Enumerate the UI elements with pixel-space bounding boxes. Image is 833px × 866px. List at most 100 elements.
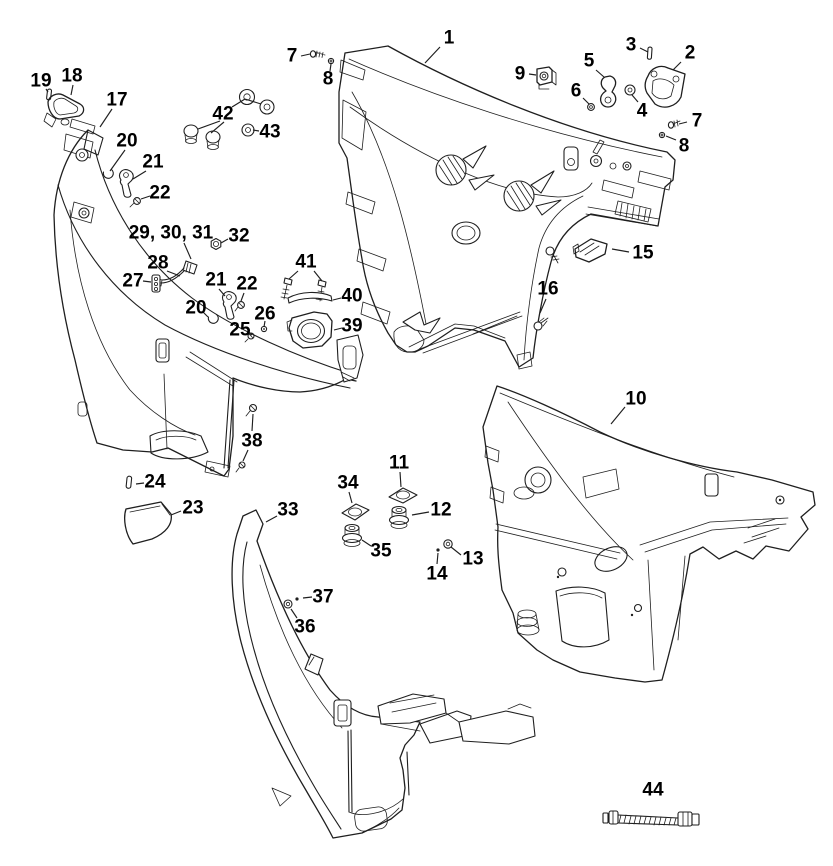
callout-22: 22 bbox=[236, 274, 258, 302]
callout-label: 40 bbox=[341, 286, 362, 307]
callout-leader-line bbox=[611, 248, 630, 253]
callout-label: 20 bbox=[116, 131, 137, 152]
callout-leader-line bbox=[166, 270, 181, 277]
fastener-screw-22a bbox=[129, 197, 141, 208]
callout-23: 23 bbox=[170, 498, 204, 519]
callout-leader-line bbox=[582, 97, 590, 105]
part-nut-32 bbox=[210, 237, 222, 251]
callout-11: 11 bbox=[389, 453, 409, 488]
callout-41: 41 bbox=[288, 252, 323, 282]
callout-2: 2 bbox=[672, 43, 696, 71]
callout-label: 2 bbox=[685, 43, 696, 64]
callout-10: 10 bbox=[610, 389, 647, 425]
callout-37: 37 bbox=[302, 587, 334, 608]
fastener-pin-37 bbox=[295, 597, 299, 601]
part-inner-support bbox=[482, 385, 816, 683]
callout-label: 18 bbox=[61, 66, 82, 87]
callout-3: 3 bbox=[626, 35, 649, 56]
callout-leader-line bbox=[135, 482, 145, 485]
callout-12: 12 bbox=[411, 500, 452, 521]
part-pin-19 bbox=[46, 88, 53, 101]
callout-label: 12 bbox=[430, 500, 451, 521]
part-gasket-11 bbox=[388, 487, 418, 504]
callout-label: 13 bbox=[462, 549, 483, 570]
callout-label: 22 bbox=[236, 274, 257, 295]
fastener-bolts-16 bbox=[533, 246, 560, 331]
callout-leader-line bbox=[539, 298, 547, 314]
callout-38: 38 bbox=[241, 413, 263, 462]
callout-label: 19 bbox=[30, 71, 51, 92]
part-bracket-2 bbox=[644, 65, 686, 108]
callout-label: 16 bbox=[537, 279, 558, 300]
part-washer-43 bbox=[241, 123, 255, 137]
callout-label: 28 bbox=[147, 253, 168, 274]
callout-leader-line bbox=[411, 511, 430, 516]
callout-leader-line bbox=[639, 47, 649, 53]
callout-label: 5 bbox=[584, 51, 595, 72]
callout-label: 39 bbox=[341, 316, 362, 337]
callout-20: 20 bbox=[185, 298, 209, 319]
bottom-pocket-10 bbox=[555, 586, 610, 648]
callout-label: 9 bbox=[515, 64, 526, 85]
part-strip-40 bbox=[287, 291, 333, 304]
latch-hardware bbox=[589, 139, 672, 199]
callout-leader-line bbox=[300, 53, 311, 57]
callout-label: 43 bbox=[259, 122, 280, 143]
part-clip-27 bbox=[151, 274, 161, 293]
callout-leader-line bbox=[142, 280, 152, 283]
callout-label: 17 bbox=[106, 90, 127, 111]
callout-label: 22 bbox=[149, 183, 170, 204]
callout-leader-line bbox=[436, 552, 439, 565]
callout-label: 7 bbox=[287, 46, 298, 67]
callout-leader-line bbox=[678, 121, 688, 125]
callout-leader-line bbox=[361, 539, 372, 547]
callout-leader-line bbox=[333, 327, 343, 331]
callout-35: 35 bbox=[361, 539, 392, 562]
callout-leader-line bbox=[109, 149, 126, 172]
latch-pocket-upper bbox=[63, 118, 96, 162]
callout-leader-line bbox=[99, 108, 113, 128]
part-front-cowl bbox=[231, 509, 536, 839]
callout-15: 15 bbox=[611, 243, 654, 264]
vent-trumpet-1 bbox=[435, 145, 495, 191]
callout-leader-line bbox=[288, 270, 299, 280]
callout-leader-line bbox=[202, 311, 209, 318]
fastener-washer-8-left bbox=[327, 57, 335, 65]
callout-7: 7 bbox=[287, 46, 311, 67]
callout-label: 29, 30, 31 bbox=[129, 223, 214, 244]
part-grommet-20b bbox=[207, 313, 219, 324]
part-main-cowl bbox=[338, 45, 676, 370]
callout-label: 27 bbox=[122, 271, 143, 292]
callout-leader-line bbox=[399, 471, 402, 488]
fastener-washer-36 bbox=[283, 599, 293, 609]
callout-26: 26 bbox=[254, 304, 276, 328]
callout-leader-line bbox=[329, 63, 332, 72]
callout-24: 24 bbox=[135, 472, 166, 493]
callout-44: 44 bbox=[642, 780, 664, 801]
callout-9: 9 bbox=[515, 64, 537, 85]
callout-label: 7 bbox=[692, 111, 703, 132]
callout-label: 38 bbox=[241, 431, 262, 452]
callout-label: 20 bbox=[185, 298, 206, 319]
callout-5: 5 bbox=[584, 51, 605, 78]
callout-label: 21 bbox=[205, 270, 227, 291]
callout-17: 17 bbox=[99, 90, 128, 128]
part-clip-9 bbox=[536, 66, 557, 90]
part-hook-5 bbox=[599, 75, 617, 108]
callout-label: 10 bbox=[625, 389, 646, 410]
callout-21: 21 bbox=[132, 152, 164, 180]
callout-leader-line bbox=[170, 510, 182, 516]
part-grommet-12 bbox=[388, 505, 410, 529]
callout-leader-line bbox=[45, 88, 49, 93]
callout-label: 34 bbox=[337, 473, 359, 494]
latch-slot bbox=[563, 146, 579, 171]
callout-leader-line bbox=[332, 297, 342, 301]
callout-18: 18 bbox=[61, 66, 83, 96]
part-cable-44 bbox=[602, 810, 700, 827]
callout-8: 8 bbox=[665, 135, 689, 157]
callout-leader-line bbox=[302, 596, 313, 599]
callout-leader-line bbox=[231, 98, 246, 108]
callout-leader-line bbox=[263, 320, 266, 328]
callout-21: 21 bbox=[205, 270, 227, 297]
